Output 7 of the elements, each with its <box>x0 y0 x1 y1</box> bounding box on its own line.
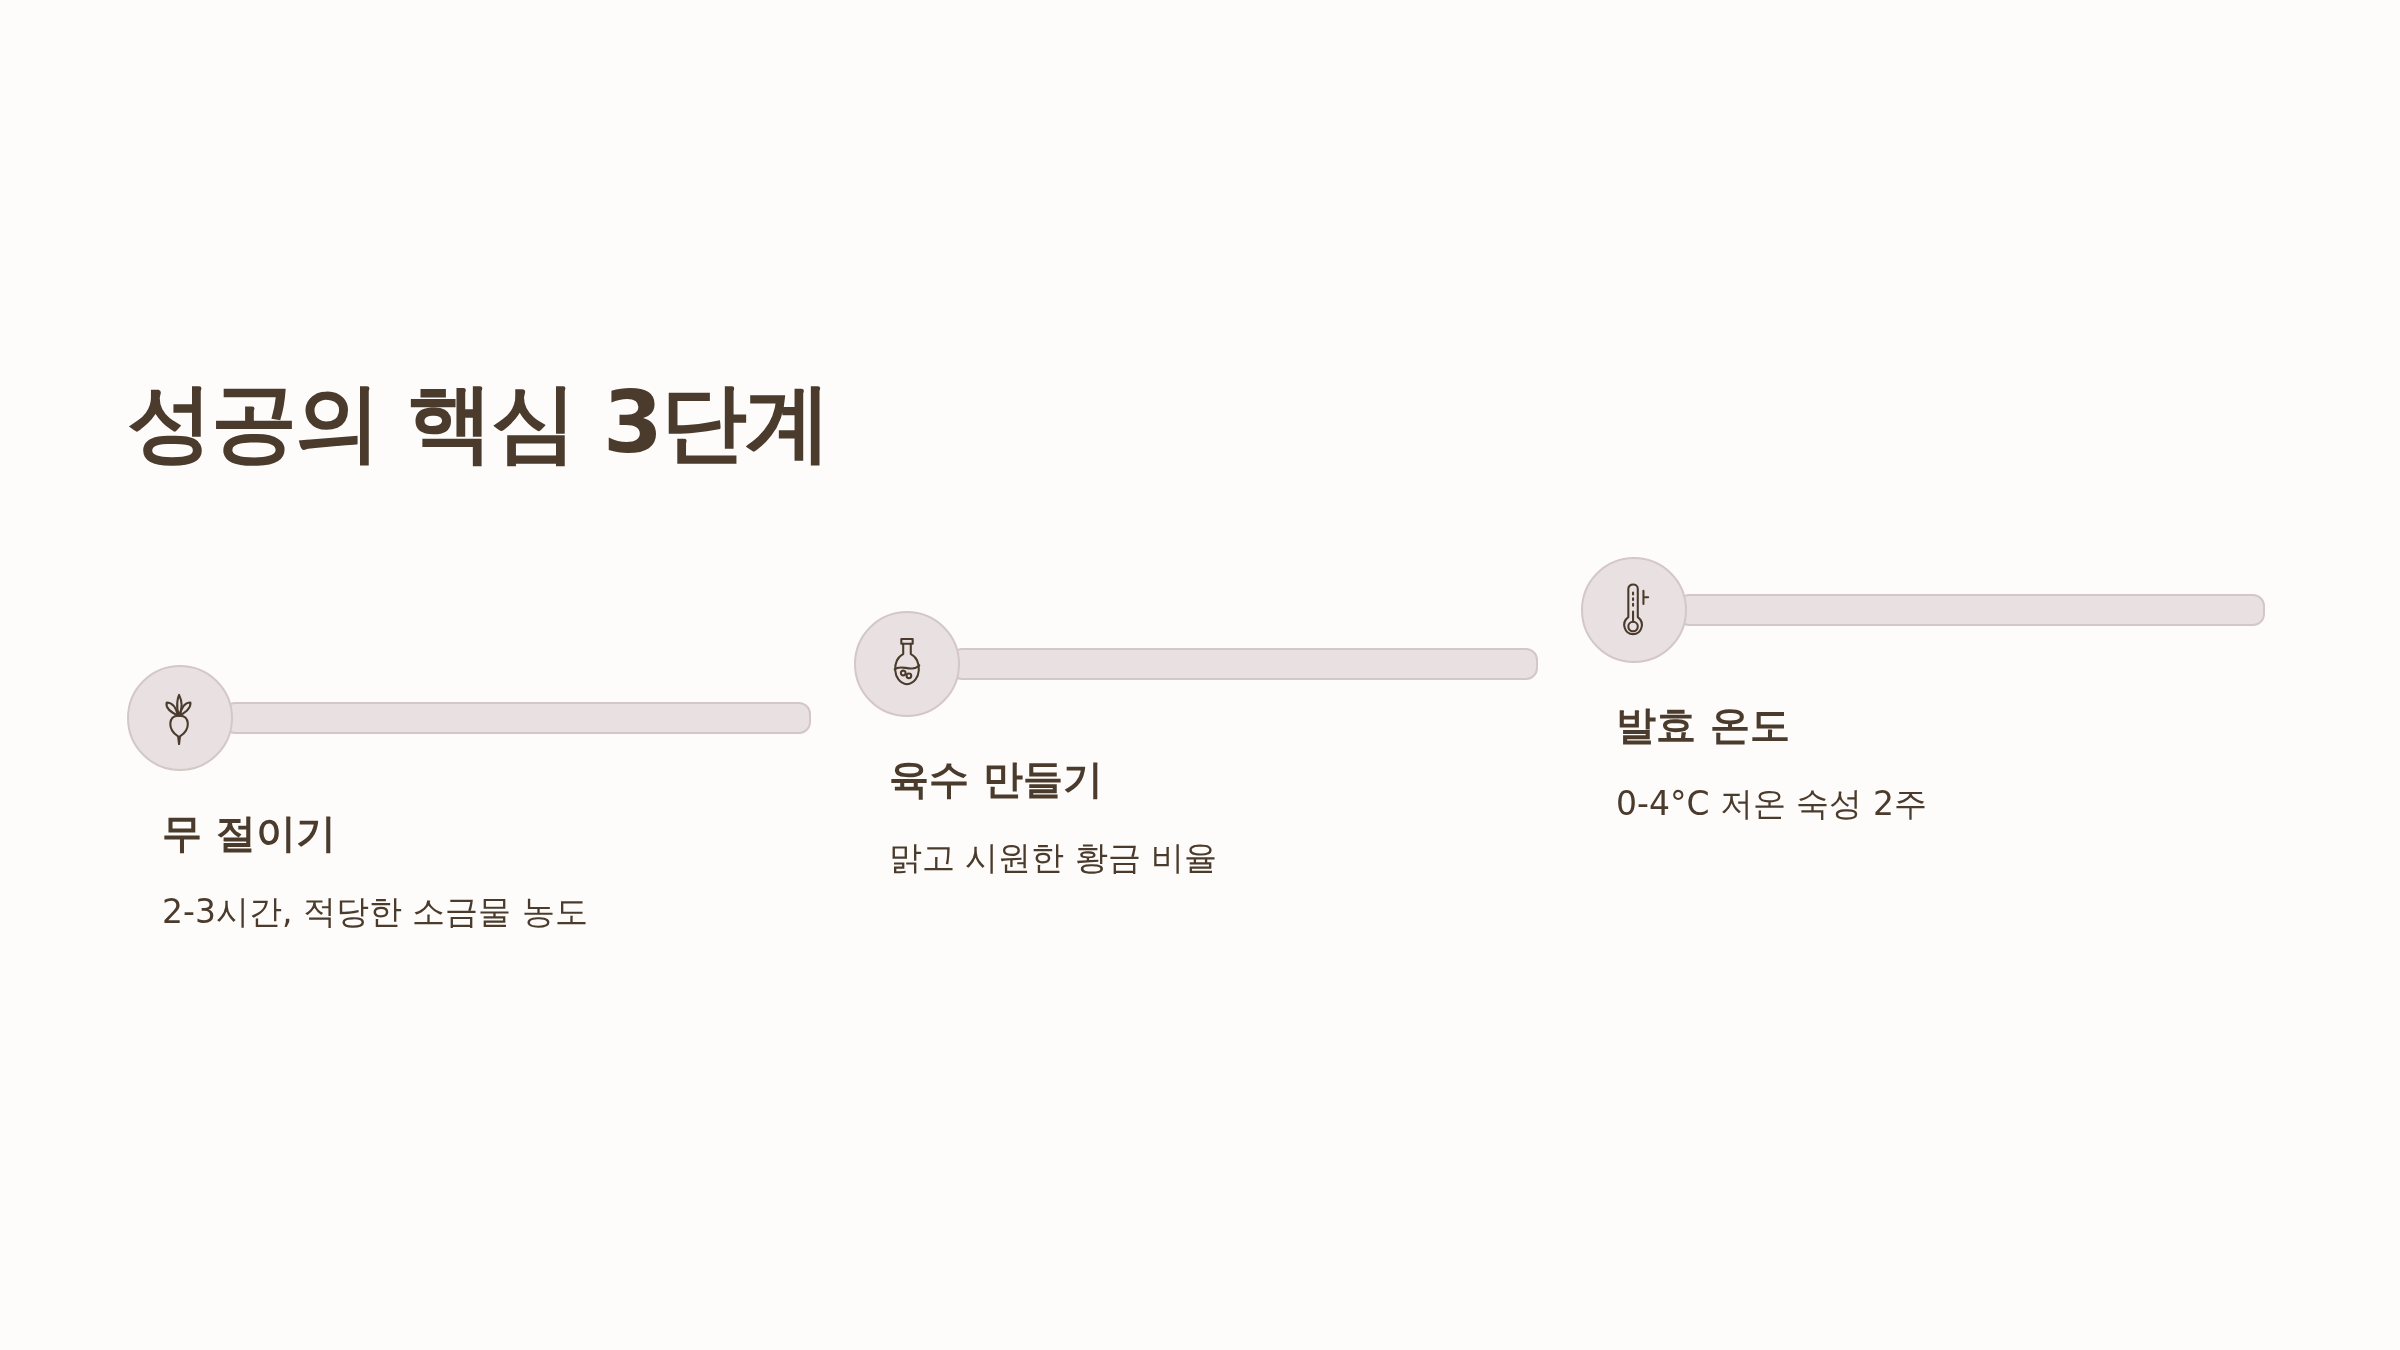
step-description: 맑고 시원한 황금 비율 <box>889 837 1218 879</box>
step-heading: 무 절이기 <box>162 809 336 858</box>
step-heading: 육수 만들기 <box>889 755 1103 804</box>
step-heading: 발효 온도 <box>1616 701 1790 750</box>
slide-title: 성공의 핵심 3단계 <box>127 371 829 474</box>
step-description: 2-3시간, 적당한 소금물 농도 <box>162 891 588 933</box>
step-description: 0-4°C 저온 숙성 2주 <box>1616 783 1927 825</box>
